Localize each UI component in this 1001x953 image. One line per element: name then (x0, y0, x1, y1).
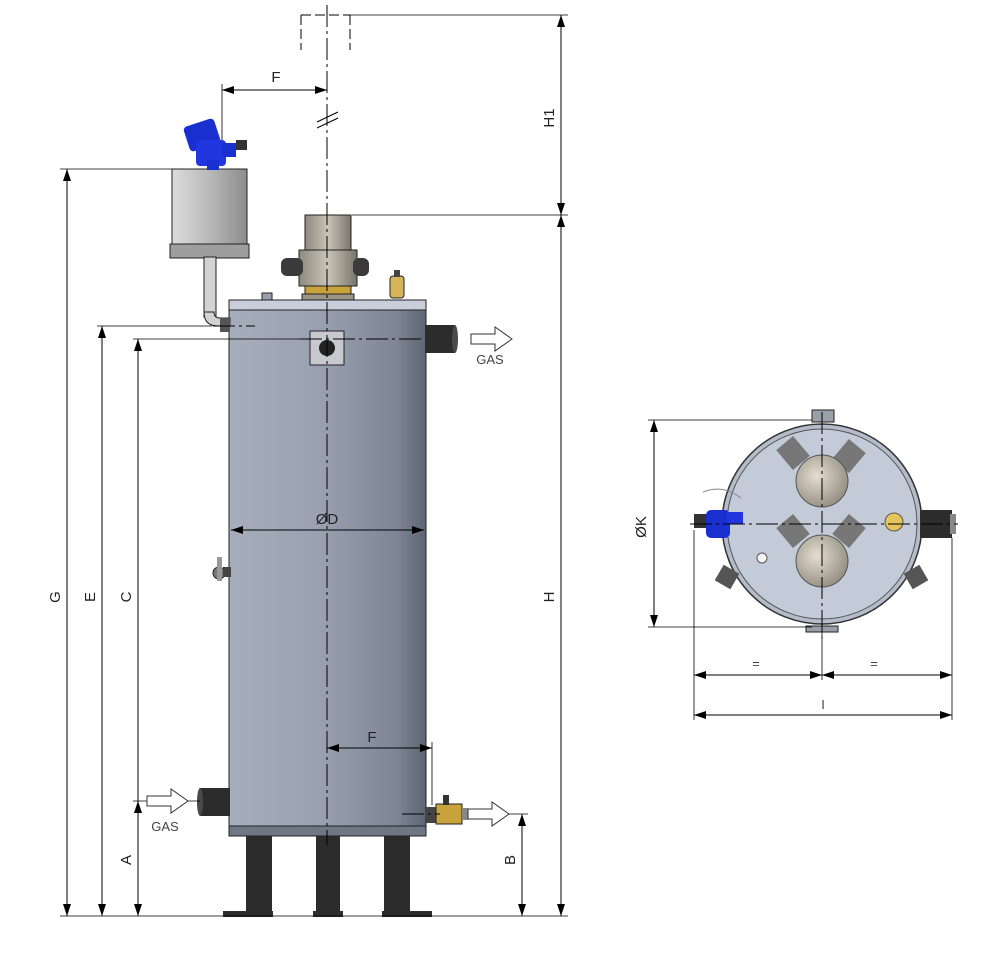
gas-inlet-pipe (197, 788, 230, 816)
dim-label-d: ØD (316, 511, 339, 528)
dimension-k: ØK (633, 419, 812, 628)
dim-label-c: C (118, 591, 135, 602)
side-view: ØD F F G (47, 5, 568, 917)
dim-label-f-top: F (271, 69, 280, 86)
dim-label-g: G (47, 591, 64, 603)
dimension-i: I (694, 697, 952, 719)
dimension-c: C (118, 338, 300, 916)
dim-label-h: H (541, 592, 558, 603)
dim-label-b: B (502, 855, 519, 865)
gas-out-label: GAS (476, 352, 504, 367)
dim-label-e: E (82, 592, 99, 602)
dimension-b: B (470, 813, 528, 916)
top-heater-assembly (281, 214, 405, 301)
dimension-d: ØD (231, 511, 424, 534)
dimension-equal: = = (693, 530, 953, 720)
dim-label-f-bottom: F (367, 729, 376, 746)
dim-label-h1: H1 (541, 108, 558, 127)
dimension-h: H (352, 214, 568, 916)
blue-level-transmitter-icon (183, 118, 247, 170)
level-pot (169, 168, 250, 332)
outline-arrow-icon: GAS (470, 326, 513, 367)
dimension-f-top: F (221, 69, 327, 140)
gas-outlet-pipe (425, 325, 458, 353)
gas-in-label: GAS (151, 819, 179, 834)
dim-label-eq-left: = (752, 656, 760, 671)
top-view: ØK = = I (633, 409, 958, 720)
outline-arrow-icon (467, 801, 510, 827)
dim-label-eq-right: = (870, 656, 878, 671)
dim-label-i: I (821, 697, 825, 712)
side-probe (212, 557, 231, 581)
dimension-f-bottom: F (327, 729, 433, 805)
dimension-g: G (47, 168, 172, 916)
dimension-e: E (82, 325, 212, 916)
dim-label-k: ØK (633, 516, 650, 538)
tank-legs (223, 835, 432, 917)
outline-arrow-icon: GAS (146, 788, 189, 834)
dim-label-a: A (118, 855, 135, 865)
dimension-h1: H1 (350, 14, 568, 215)
